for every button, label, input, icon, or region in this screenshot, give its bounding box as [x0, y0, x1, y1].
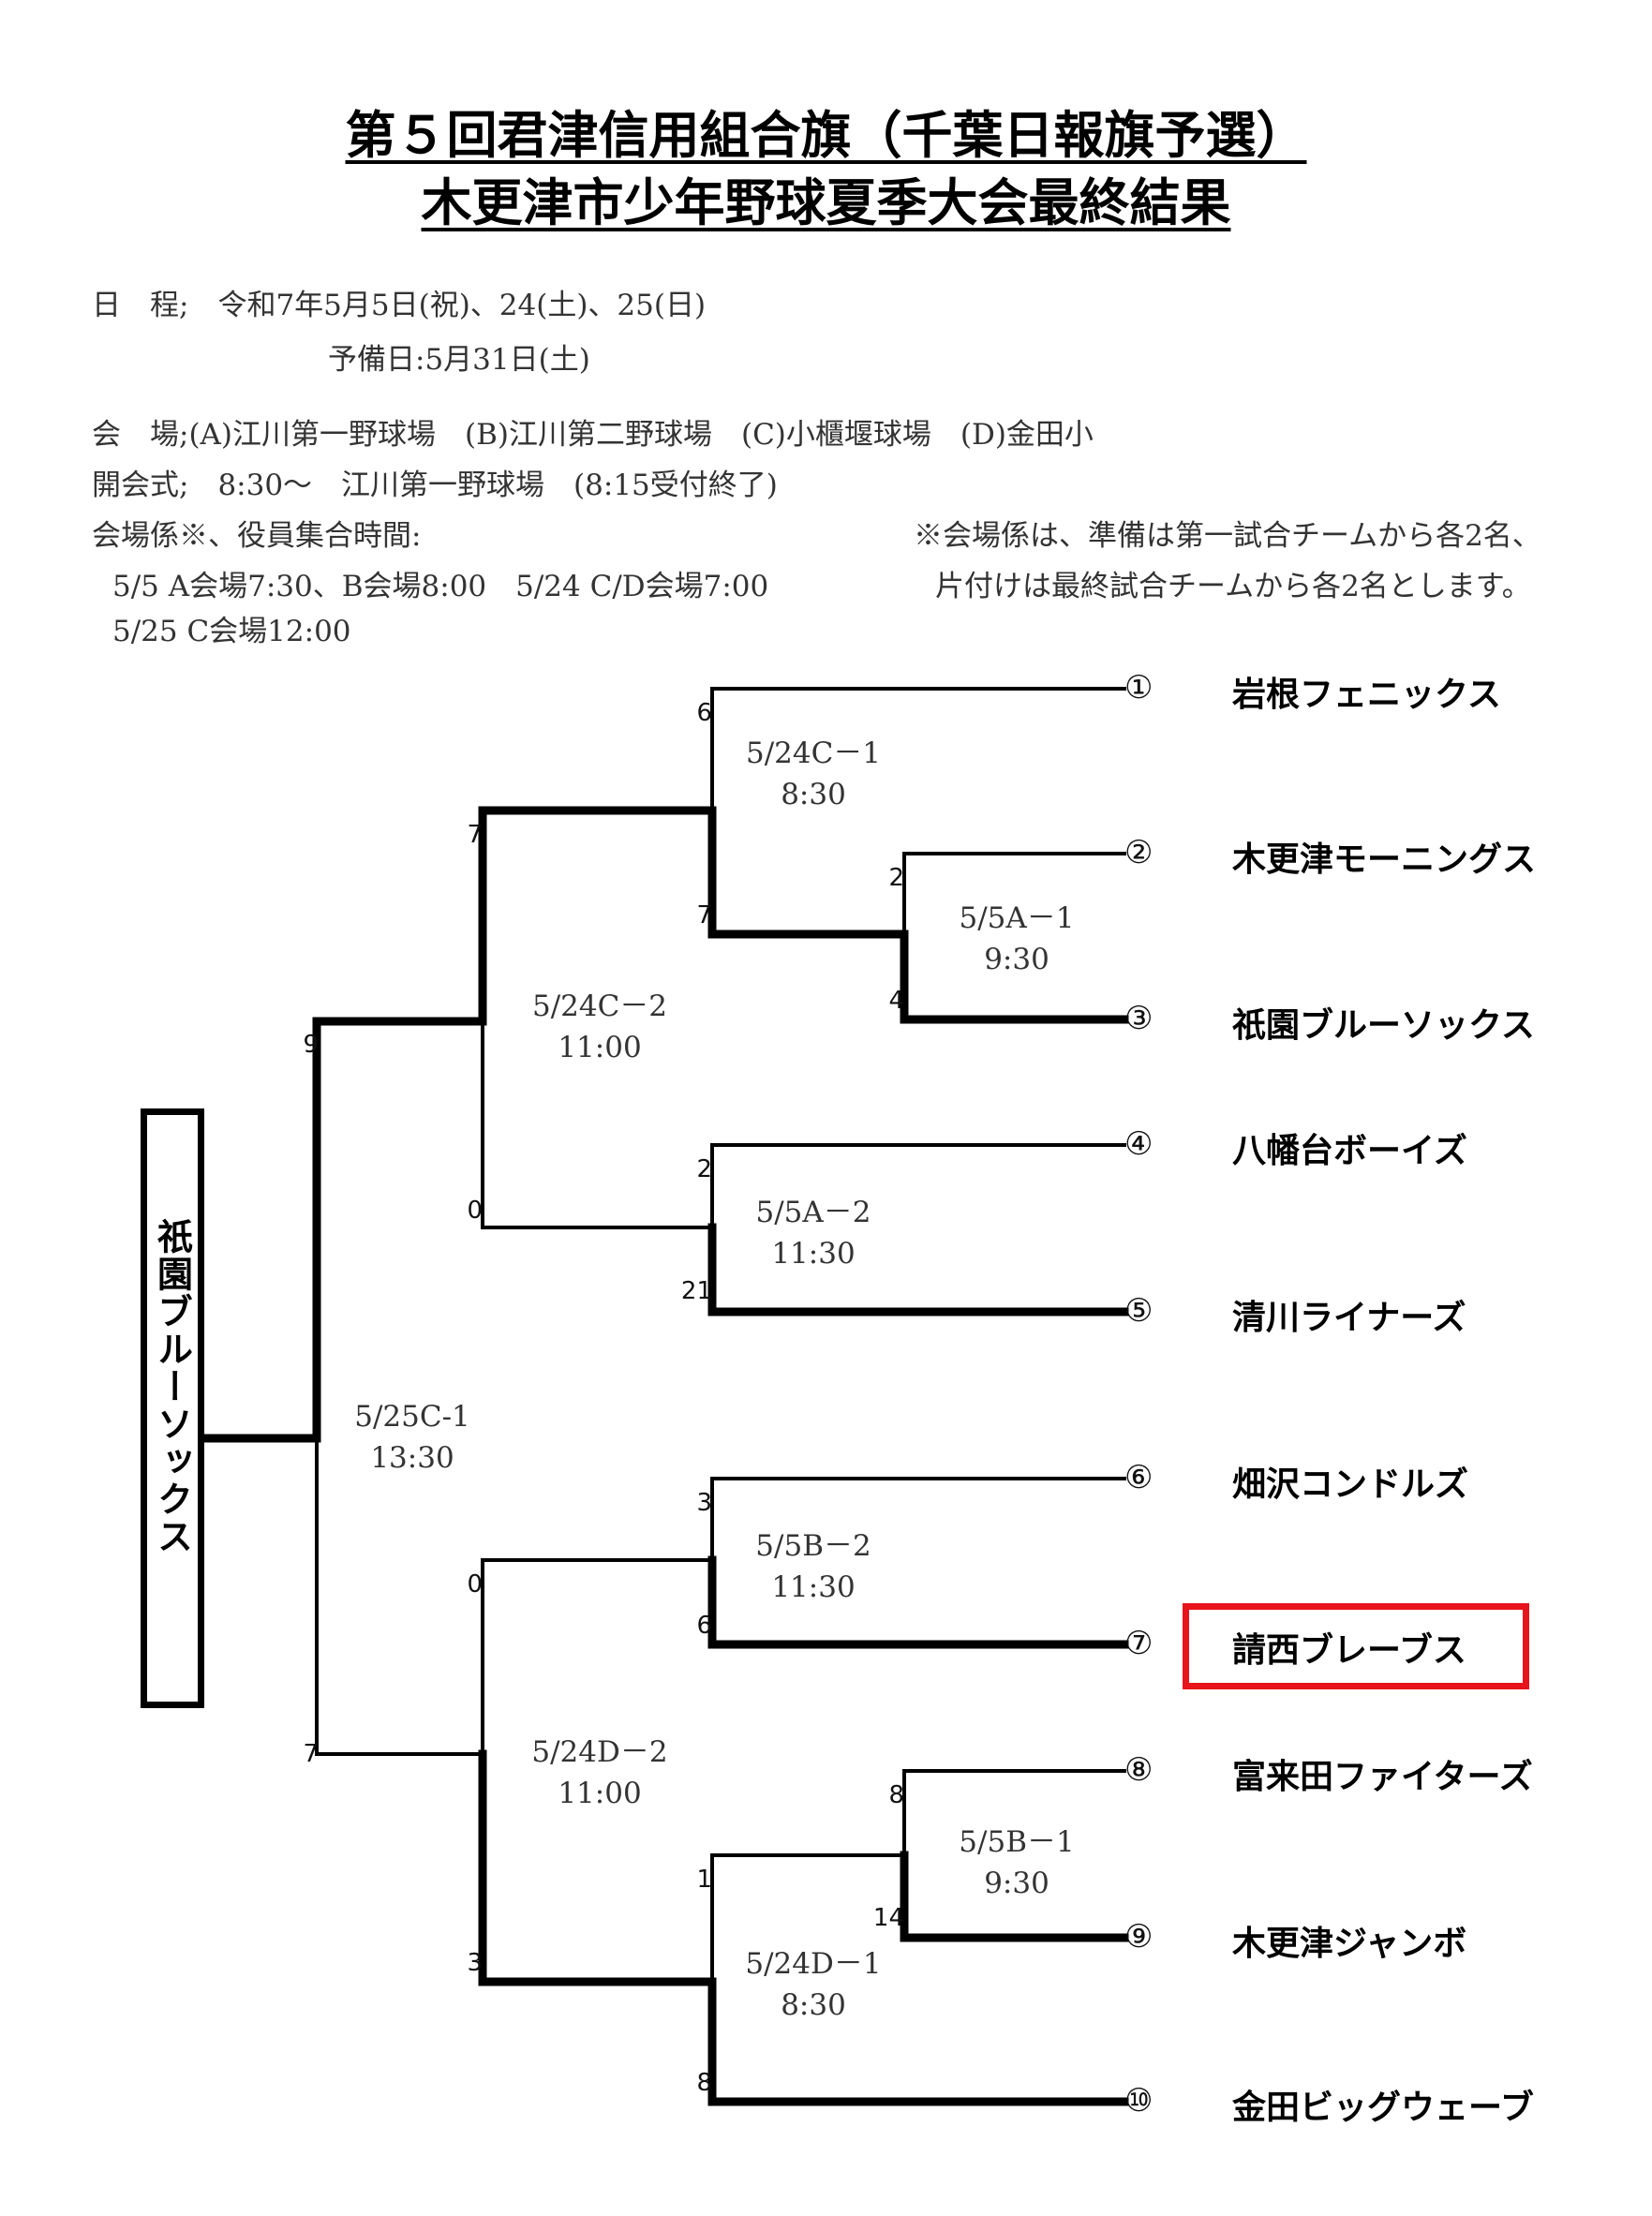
team-number-4: ④ [1124, 1125, 1153, 1163]
score-5b1-bottom: 14 [872, 1904, 904, 1932]
match-25c1-label: 5/25C-1 [354, 1400, 470, 1434]
team-name-8: 富来田ファイターズ [1232, 1758, 1533, 1796]
team-number-10: ⑩ [1124, 2082, 1153, 2119]
score-24d2-bottom: 3 [467, 1949, 483, 1977]
team-number-3: ③ [1124, 1000, 1153, 1037]
score-24d1-top: 1 [696, 1866, 712, 1894]
team-name-5: 清川ライナーズ [1232, 1299, 1466, 1337]
match-5a1-label: 5/5A－1 [959, 901, 1075, 935]
score-24c2-bottom: 0 [467, 1197, 483, 1225]
page-subtitle: 木更津市少年野球夏季大会最終結果 [421, 173, 1231, 232]
match-24d1-time: 8:30 [781, 1988, 846, 2022]
match-5b2: 5/5B－2 11:30 [720, 1525, 907, 1608]
note-line-1: ※会場係は、準備は第一試合チームから各2名、 [914, 519, 1541, 553]
note-line-2: 片付けは最終試合チームから各2名とします。 [935, 570, 1531, 603]
match-24d1-label: 5/24D－1 [745, 1947, 882, 1981]
opening-text: 開会式; 8:30～ 江川第一野球場 (8:15受付終了) [92, 468, 778, 502]
match-24c2: 5/24C－2 11:00 [506, 986, 693, 1068]
match-25c1: 5/25C-1 13:30 [319, 1396, 506, 1479]
match-5b1-label: 5/5B－1 [959, 1825, 1075, 1859]
score-24c1-bottom: 7 [696, 901, 712, 930]
match-24d2-time: 11:00 [558, 1777, 642, 1810]
team-name-3: 祇園ブルーソックス [1232, 1006, 1535, 1045]
staff-title-text: 会場係※、役員集合時間: [92, 519, 422, 553]
team-name-4: 八幡台ボーイズ [1232, 1132, 1467, 1170]
score-24d2-top: 0 [467, 1570, 483, 1599]
score-5a1-bottom: 4 [888, 987, 904, 1015]
score-25c1-bottom: 7 [303, 1740, 319, 1768]
match-24d2: 5/24D－2 11:00 [506, 1732, 693, 1814]
page-title: 第５回君津信用組合旗（千葉日報旗予選） [345, 106, 1307, 165]
match-5b1: 5/5B－1 9:30 [923, 1822, 1110, 1904]
score-5a1-top: 2 [888, 864, 904, 892]
champion-name: 祇園ブルーソックス [151, 1218, 193, 1555]
staff-times-2: 5/25 C会場12:00 [112, 615, 351, 648]
match-24c2-label: 5/24C－2 [531, 989, 668, 1023]
score-25c1-top: 9 [303, 1031, 319, 1059]
match-5a1: 5/5A－1 9:30 [923, 898, 1110, 980]
match-24c1: 5/24C－1 8:30 [720, 733, 907, 815]
match-24c1-time: 8:30 [781, 778, 846, 811]
match-5b2-label: 5/5B－2 [755, 1529, 871, 1563]
score-24c2-top: 7 [467, 821, 483, 849]
match-5a2: 5/5A－2 11:30 [720, 1192, 907, 1274]
team-name-6: 畑沢コンドルズ [1232, 1465, 1469, 1504]
score-5b2-top: 3 [696, 1489, 712, 1517]
score-24d1-bottom: 8 [696, 2069, 712, 2097]
team-number-5: ⑤ [1124, 1292, 1153, 1330]
team-number-8: ⑧ [1124, 1751, 1153, 1789]
team-number-2: ② [1124, 834, 1153, 871]
team-name-2: 木更津モーニングス [1232, 840, 1537, 879]
score-5b1-top: 8 [888, 1781, 904, 1809]
match-24d2-label: 5/24D－2 [531, 1735, 668, 1769]
match-5a1-time: 9:30 [984, 943, 1049, 976]
team-number-1: ① [1124, 669, 1153, 706]
venue-text: 会 場;(A)江川第一野球場 (B)江川第二野球場 (C)小櫃堰球場 (D)金田… [92, 418, 1094, 452]
score-5a2-bottom: 21 [680, 1277, 712, 1305]
match-25c1-time: 13:30 [370, 1441, 454, 1475]
team-name-1: 岩根フェニックス [1232, 676, 1501, 714]
match-5b2-time: 11:30 [771, 1570, 856, 1604]
match-24d1: 5/24D－1 8:30 [720, 1943, 907, 2026]
team-name-10: 金田ビッグウェーブ [1232, 2089, 1534, 2127]
highlight-box-team-7 [1183, 1603, 1529, 1689]
match-5a2-time: 11:30 [771, 1237, 856, 1271]
match-24c2-time: 11:00 [558, 1031, 642, 1064]
team-name-9: 木更津ジャンボ [1232, 1925, 1467, 1963]
match-5a2-label: 5/5A－2 [755, 1196, 871, 1229]
match-5b1-time: 9:30 [984, 1866, 1049, 1900]
score-5a2-top: 2 [696, 1155, 712, 1183]
score-24c1-top: 6 [696, 699, 712, 727]
team-number-6: ⑥ [1124, 1459, 1153, 1496]
team-number-7: ⑦ [1124, 1625, 1153, 1662]
staff-times-1: 5/5 A会場7:30、B会場8:00 5/24 C/D会場7:00 [112, 570, 769, 603]
champion-box [141, 1108, 204, 1708]
reserve-day-text: 予備日:5月31日(土) [328, 343, 590, 377]
team-number-9: ⑨ [1124, 1918, 1153, 1956]
score-5b2-bottom: 6 [696, 1612, 712, 1640]
team-name-7: 請西ブレーブス [1232, 1631, 1466, 1670]
match-24c1-label: 5/24C－1 [745, 736, 882, 770]
schedule-text: 日 程; 令和7年5月5日(祝)、24(土)、25(日) [92, 289, 707, 322]
